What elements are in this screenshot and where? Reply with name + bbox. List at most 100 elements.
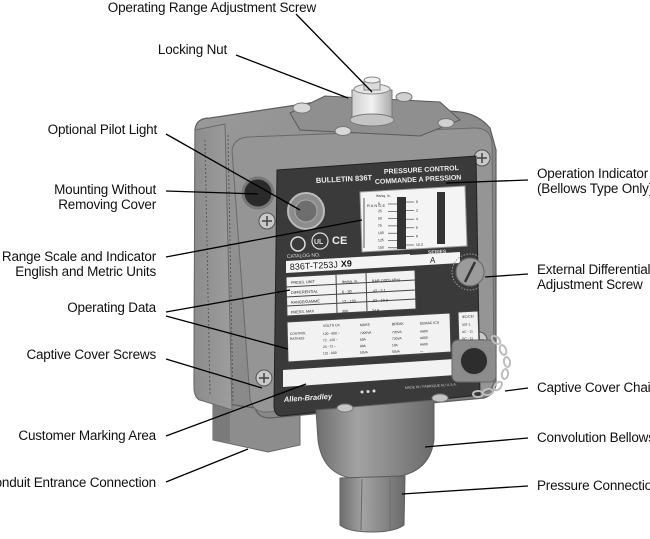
range-scale: R A N G E lbs/sq. in. 025507510012515002…	[359, 185, 468, 253]
ratings-table-cell: 50VA	[360, 350, 369, 354]
press-table-cell: DIFFERENTIAL	[291, 290, 318, 295]
press-table-cell: 350	[342, 309, 349, 313]
ratings-table-cell: 115 - 600	[323, 351, 337, 356]
ratings-table: VOLTS Un MAKE BREAK EEMAC ICS 120 - 600 ~ 720…	[286, 310, 480, 363]
ratings-row-label: RATINGS	[290, 336, 305, 341]
catalog-label: CATALOG NO.	[287, 252, 321, 260]
range-adjustment-screw-part	[353, 76, 391, 95]
leader-operating-data-2	[165, 315, 289, 350]
label-optional-pilot-light: Optional Pilot Light	[47, 122, 158, 137]
leader-captive-cover-chain	[504, 387, 529, 392]
leader-operating-data-1	[165, 289, 291, 313]
press-table-cell: 12 - 150	[342, 299, 356, 304]
brand-text: Allen-Bradley	[283, 392, 334, 404]
svg-text:UL: UL	[314, 239, 324, 246]
mounting-hole	[241, 176, 275, 210]
ratings-table-header: VOLTS Un	[323, 323, 340, 328]
series-label: SERIES	[428, 249, 447, 256]
press-table-cell: .42 - 2.1	[372, 289, 386, 294]
press-table-header: lbs/sq. in.	[342, 279, 358, 284]
label-range-scale-and-indicator: Range Scale and Indicator English and Me…	[1, 249, 156, 279]
conduit-opening-right	[451, 339, 497, 383]
press-table-header: BAR (100's kPa)	[372, 278, 401, 283]
leader-optional-pilot-light	[165, 133, 301, 211]
captive-cover-chain-part	[472, 335, 512, 398]
iec-header: IEC/CEI	[462, 314, 474, 319]
scale-tick-label-psi: 100	[378, 231, 384, 235]
leader-mounting-without-removing-cover	[165, 190, 259, 195]
ratings-table-cell: 24 - 72 ~	[323, 344, 336, 349]
nameplate: BULLETIN 836T PRESSURE CONTROL COMMANDE …	[273, 155, 481, 417]
press-table-cell: PRESS. MAX	[291, 309, 315, 314]
iec-value: DC - 11	[462, 336, 473, 341]
label-mounting-without-removing-cover: Mounting Without Removing Cover	[54, 182, 156, 212]
press-table-cell: 6 - 30	[342, 290, 352, 295]
label-customer-marking-area: Customer Marking Area	[18, 428, 156, 443]
leader-external-differential-adjustment-screw	[484, 273, 529, 278]
press-table-cell: 24.5	[372, 309, 380, 313]
ratings-table-cell: 72 - 120 ~	[323, 338, 338, 343]
ratings-table-cell: A600	[420, 336, 428, 340]
leader-lines	[165, 13, 529, 495]
label-captive-cover-screws: Captive Cover Screws	[26, 347, 156, 362]
scale-tick-label-bar: 10.3	[416, 243, 423, 247]
scale-tick-label-psi: 75	[378, 224, 382, 228]
scale-tick-label-psi: 0	[378, 202, 380, 206]
ratings-table-header: BREAK	[392, 322, 405, 327]
press-table-cell: RANGE/GAMME	[291, 299, 321, 305]
scale-tick-label-psi: 125	[378, 238, 384, 242]
scale-tick-label-psi: 50	[378, 216, 382, 220]
label-operating-data: Operating Data	[67, 300, 156, 315]
leader-customer-marking-area	[165, 383, 307, 437]
ratings-table-cell: 60A	[360, 337, 367, 341]
catalog-suffix: X9	[341, 258, 353, 269]
title-fr-text: COMMANDE A PRESSION	[375, 174, 462, 186]
made-in-text: MADE IN / FABRIQUE AU U.S.A.	[405, 382, 457, 390]
ratings-table-cell: 720VA	[392, 330, 403, 335]
range-vertical-text: R A N G E	[367, 203, 386, 208]
differential-adjustment-knob	[451, 253, 489, 291]
locking-nut-part	[349, 89, 395, 127]
ratings-table-cell: 120 - 600 ~	[323, 331, 340, 336]
ratings-table-header: EEMAC ICS	[420, 321, 440, 326]
leader-range-scale-and-indicator	[165, 219, 363, 258]
ratings-table-cell: 10A	[392, 343, 399, 347]
label-conduit-entrance-connection: Conduit Entrance Connection	[0, 475, 156, 490]
cover-screw-top-left	[258, 212, 276, 230]
leader-operating-range-adjustment-screw	[295, 13, 373, 93]
ratings-table-cell: A600	[420, 329, 428, 333]
customer-marking-area-plate	[283, 358, 470, 387]
label-operating-range-adjustment-screw: Operating Range Adjustment Screw	[107, 0, 316, 15]
scale-header-left: lbs/sq. in.	[376, 194, 391, 198]
label-external-differential-adjustment-screw: External Differential Adjustment Screw	[537, 262, 650, 292]
label-locking-nut: Locking Nut	[157, 42, 227, 57]
certification-marks: UL CE	[290, 232, 347, 252]
iec-value: AC - 11	[462, 329, 473, 334]
scale-tick-label-bar: 6	[416, 226, 418, 230]
catalog-number: 836T-T253J	[290, 259, 338, 272]
ratings-table-cell: —	[420, 349, 424, 353]
label-captive-cover-chain: Captive Cover Chain	[537, 380, 650, 395]
ratings-table-cell: 60A	[360, 344, 367, 348]
scale-tick-label-bar: 2	[416, 208, 418, 212]
iec-value: 337-1	[462, 323, 471, 327]
press-table-cell: .83 - 10.3	[372, 298, 388, 303]
ratings-row-label: CONTROL	[290, 331, 306, 336]
ratings-table-header: MAKE	[360, 323, 371, 328]
leader-conduit-entrance-connection	[165, 448, 249, 483]
label-pressure-connection: Pressure Connection	[537, 478, 650, 493]
press-table-header: PRESS. UNIT	[291, 280, 316, 285]
ratings-table-cell: A600	[420, 342, 428, 346]
ul-mark-icon	[311, 232, 329, 250]
scale-tick-label-psi: 150	[378, 245, 384, 249]
scale-tick-label-bar: 8	[416, 234, 418, 238]
csa-mark-icon	[290, 236, 306, 252]
ratings-table-cell: 50VA	[392, 349, 401, 353]
cover-screw-bottom-left	[255, 369, 273, 387]
leader-convolution-bellows	[424, 437, 529, 448]
leader-operation-indicator	[445, 179, 529, 184]
scale-tick-label-bar: 4	[416, 217, 418, 221]
scale-tick-label-psi: 25	[378, 209, 382, 213]
